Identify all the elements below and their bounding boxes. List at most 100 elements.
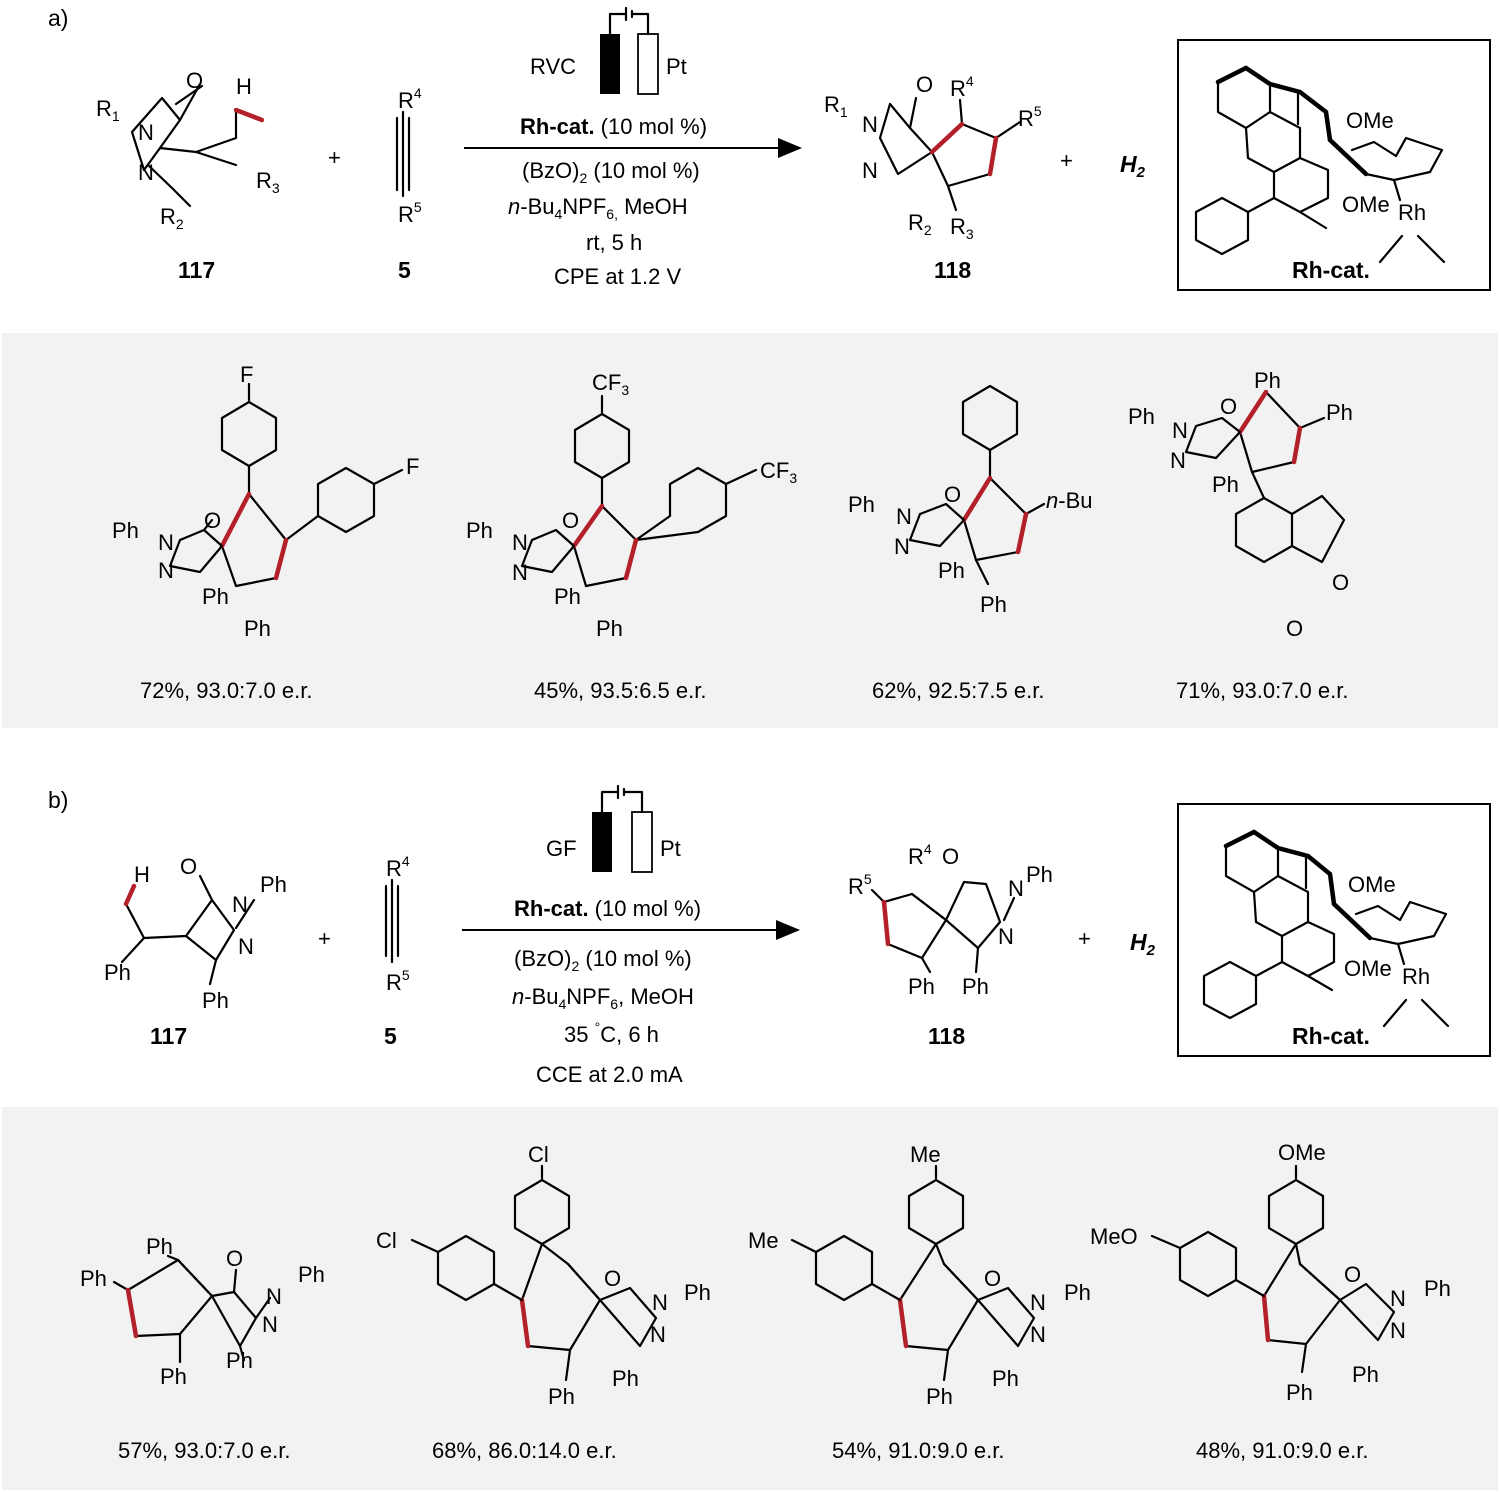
catalyst-label: Rh-cat.	[1292, 1023, 1370, 1049]
svg-text:Me: Me	[910, 1142, 941, 1167]
condition-electrolyte: n-Bu4NPF6, MeOH	[512, 984, 694, 1012]
svg-text:N: N	[894, 534, 910, 559]
compound-5-b: 5	[384, 1023, 397, 1049]
condition-temp-time: 35 °C, 6 h	[564, 1019, 659, 1047]
svg-text:Ph: Ph	[1254, 368, 1281, 393]
example-a4: Ph Ph O Ph N N Ph O O 71%, 93.0:7.0 e.r.	[1128, 368, 1353, 703]
rh-label: Rh	[1402, 964, 1430, 989]
svg-text:N: N	[896, 504, 912, 529]
yield-label: 68%, 86.0:14.0 e.r.	[432, 1438, 617, 1463]
svg-text:n-Bu: n-Bu	[1046, 488, 1093, 513]
example-a3: n-Bu O Ph N N Ph Ph 62%, 92.5:7.5 e.r.	[848, 384, 1093, 703]
atom-o: O	[186, 68, 203, 93]
svg-text:CF3: CF3	[760, 458, 797, 486]
svg-text:R3: R3	[256, 168, 280, 196]
cathode-label: Pt	[666, 54, 687, 79]
svg-text:R1: R1	[824, 92, 848, 120]
examples-panel-b	[2, 1107, 1498, 1490]
svg-text:N: N	[1030, 1290, 1046, 1315]
condition-catalyst: Rh-cat. (10 mol %)	[520, 114, 707, 139]
r4-sup: 4	[414, 85, 422, 101]
svg-text:N: N	[998, 924, 1014, 949]
yield-label: 45%, 93.5:6.5 e.r.	[534, 678, 706, 703]
electrode-cell-b: GF Pt	[546, 784, 681, 873]
svg-text:R5: R5	[1018, 103, 1042, 131]
alkyne-5-b: R4 R5 5	[384, 853, 410, 1049]
atom-o: O	[916, 72, 933, 97]
svg-text:O: O	[984, 1266, 1001, 1291]
yield-label: 57%, 93.0:7.0 e.r.	[118, 1438, 290, 1463]
svg-text:Ph: Ph	[554, 584, 581, 609]
svg-text:O: O	[180, 854, 197, 879]
r5-sup: 5	[414, 199, 422, 215]
product-118-b: R5 R4 O N N Ph Ph Ph 118	[848, 841, 1053, 1049]
example-b3: Me Me O N N Ph Ph Ph 54%, 91.0:9.0 e.r.	[748, 1142, 1091, 1463]
condition-catalyst: Rh-cat. (10 mol %)	[514, 896, 701, 921]
catalyst-label: Rh-cat.	[1292, 257, 1370, 283]
svg-text:Ph: Ph	[104, 960, 131, 985]
svg-text:F: F	[240, 362, 253, 387]
svg-text:N: N	[1030, 1322, 1046, 1347]
ome-label: OMe	[1348, 872, 1396, 897]
condition-oxidant: (BzO)2 (10 mol %)	[514, 946, 692, 974]
svg-text:Ph: Ph	[226, 1348, 253, 1373]
yield-label: 72%, 93.0:7.0 e.r.	[140, 678, 312, 703]
svg-text:O: O	[944, 482, 961, 507]
r2-sub: 2	[176, 216, 184, 232]
svg-text:Ph: Ph	[1286, 1380, 1313, 1405]
example-a2: CF3 CF3 O Ph N N Ph Ph 45%, 93.5:6.5 e.r…	[466, 370, 797, 703]
svg-text:Ph: Ph	[202, 584, 229, 609]
product-118-a: O N N R1 R2 R3 R4 R5 118	[824, 72, 1042, 283]
svg-text:Ph: Ph	[244, 616, 271, 641]
anode-label: GF	[546, 836, 577, 861]
h2-byproduct-b: H2	[1130, 929, 1156, 959]
svg-text:Ph: Ph	[1128, 404, 1155, 429]
svg-text:R4: R4	[386, 853, 410, 881]
svg-text:N: N	[1172, 418, 1188, 443]
svg-text:Ph: Ph	[926, 1384, 953, 1409]
compound-5-a: 5	[398, 257, 411, 283]
svg-text:Ph: Ph	[908, 974, 935, 999]
example-b4: OMe MeO O N N Ph Ph Ph 48%, 91.0:9.0 e.r…	[1090, 1140, 1451, 1463]
plus-sign: +	[1060, 148, 1073, 173]
svg-text:Ph: Ph	[596, 616, 623, 641]
condition-electrolysis: CCE at 2.0 mA	[536, 1062, 683, 1087]
svg-text:N: N	[512, 560, 528, 585]
svg-text:Ph: Ph	[612, 1366, 639, 1391]
svg-text:R4: R4	[950, 73, 974, 101]
svg-text:Ph: Ph	[202, 988, 229, 1013]
svg-text:O: O	[1332, 570, 1349, 595]
svg-text:N: N	[1390, 1318, 1406, 1343]
svg-text:Ph: Ph	[260, 872, 287, 897]
svg-text:Ph: Ph	[112, 518, 139, 543]
r4-label: R	[398, 88, 414, 113]
svg-text:Ph: Ph	[962, 974, 989, 999]
yield-label: 62%, 92.5:7.5 e.r.	[872, 678, 1044, 703]
svg-text:CF3: CF3	[592, 370, 629, 398]
svg-text:N: N	[238, 934, 254, 959]
r3-sub: 3	[272, 180, 280, 196]
svg-text:N: N	[1390, 1286, 1406, 1311]
catalyst-box-b: OMe OMe Rh Rh-cat.	[1177, 803, 1491, 1057]
svg-text:N: N	[266, 1284, 282, 1309]
svg-text:R2: R2	[908, 210, 932, 238]
compound-118-a: 118	[934, 257, 971, 283]
svg-text:Ph: Ph	[80, 1266, 107, 1291]
svg-text:Me: Me	[748, 1228, 779, 1253]
condition-temp-time: rt, 5 h	[586, 230, 642, 255]
r1-sub: 1	[112, 108, 120, 124]
svg-text:Ph: Ph	[146, 1234, 173, 1259]
svg-text:O: O	[1286, 616, 1303, 641]
svg-text:R5: R5	[848, 871, 872, 899]
compound-118-b: 118	[928, 1023, 965, 1049]
svg-text:Ph: Ph	[684, 1280, 711, 1305]
svg-text:Cl: Cl	[528, 1142, 549, 1167]
plus-sign: +	[328, 145, 341, 170]
svg-text:OMe: OMe	[1278, 1140, 1326, 1165]
condition-oxidant: (BzO)2 (10 mol %)	[522, 158, 700, 186]
svg-text:N: N	[262, 1312, 278, 1337]
h-atom: H	[236, 74, 252, 99]
yield-label: 54%, 91.0:9.0 e.r.	[832, 1438, 1004, 1463]
svg-text:O: O	[604, 1266, 621, 1291]
svg-text:O: O	[562, 508, 579, 533]
